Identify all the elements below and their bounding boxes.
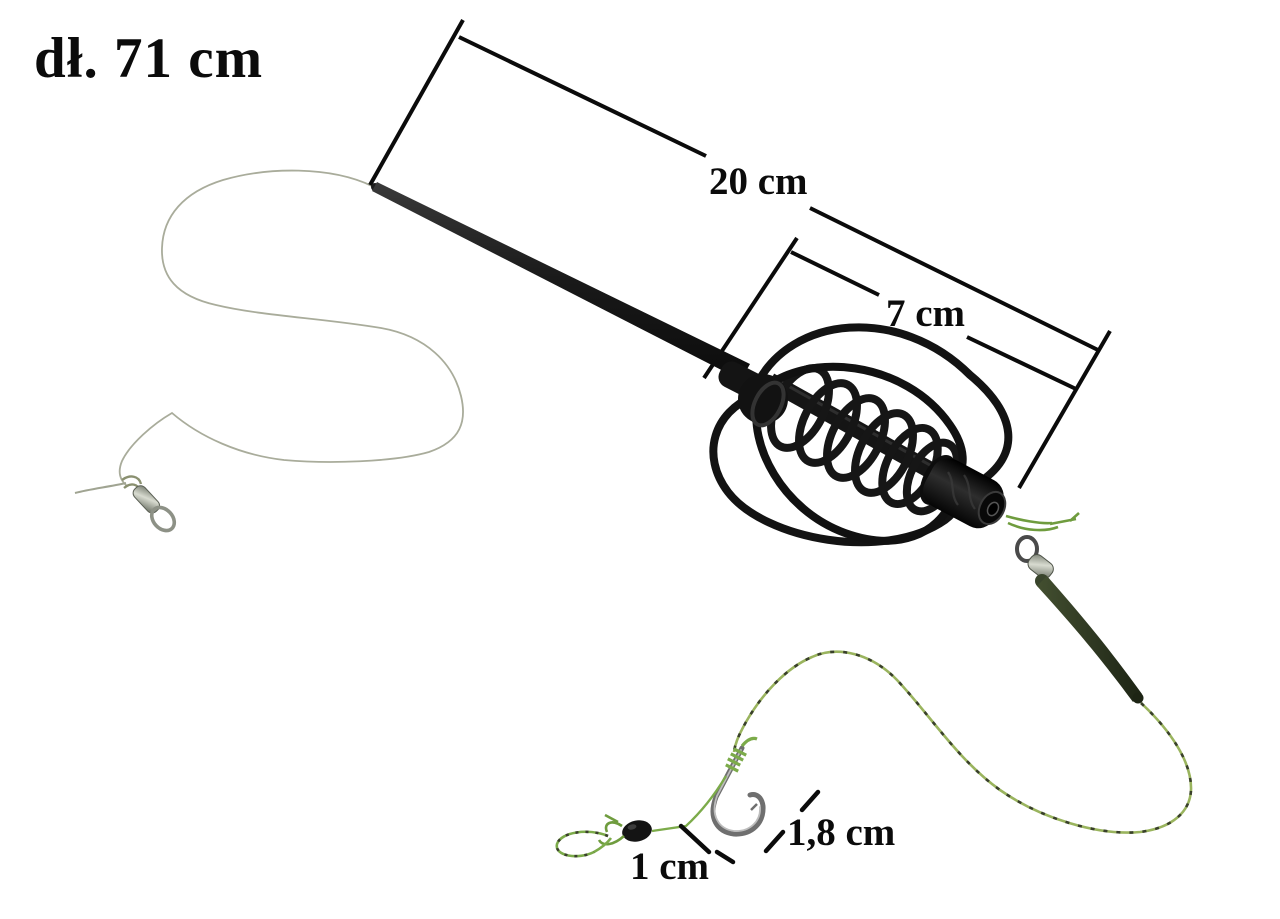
anti-tangle-boom: [371, 182, 774, 404]
dim-18-tick-upper: [799, 789, 821, 813]
dimension-hook-ticks: [763, 789, 821, 854]
label-feeder-length: 7 cm: [886, 292, 966, 335]
feeder-cage-wire: [752, 396, 956, 545]
loop-knot: [597, 813, 625, 846]
hook: [651, 736, 766, 837]
tail-rubber-sleeve: [1035, 574, 1144, 704]
feeder-cage-wire: [752, 323, 1013, 489]
label-total-length: dł. 71 cm: [34, 27, 264, 90]
feeder-swivel-barrel: [1027, 554, 1054, 579]
dim-20cm-line-b: [809, 206, 1099, 352]
line-swivel: [74, 475, 177, 533]
hook-body: [710, 745, 766, 837]
hook-barb: [750, 803, 758, 811]
feeder-weight-hole: [986, 501, 1000, 517]
dim-20cm-line-a: [458, 35, 707, 158]
hooklink-braid: [732, 650, 1193, 834]
feeder-left-hub: [738, 374, 788, 424]
feeder: [709, 323, 1013, 547]
feeder-cage-wire: [756, 362, 967, 484]
feeder-swivel-eye: [1015, 535, 1039, 563]
dim-20cm-tick-left: [368, 19, 465, 186]
dim-1cm-leader: [678, 823, 712, 855]
swivel-ring: [149, 505, 177, 533]
line-tag-end: [74, 482, 127, 494]
label-hook-length: 1,8 cm: [787, 811, 896, 854]
dim-right-tick-shared: [1017, 329, 1112, 490]
label-hair-length: 1 cm: [630, 845, 710, 888]
boom-rod: [372, 182, 750, 380]
main-line: [118, 169, 464, 487]
dim-18-tick-lower: [763, 829, 786, 854]
label-boom-length: 20 cm: [709, 160, 808, 203]
hook-whipping: [725, 736, 758, 773]
hair-line: [651, 775, 727, 833]
feeder-swivel: [1005, 512, 1080, 579]
feeder-knot: [1005, 512, 1080, 532]
dim-7cm-line-b: [966, 335, 1077, 391]
dimension-20cm: [368, 19, 1099, 352]
dimension-1cm-ticks: [678, 823, 736, 865]
stop-bead: [622, 820, 652, 842]
swivel-barrel: [132, 485, 161, 514]
dim-1cm-tick: [714, 849, 736, 865]
quick-link-loop: [555, 830, 613, 858]
dim-7cm-line-a: [790, 250, 880, 297]
